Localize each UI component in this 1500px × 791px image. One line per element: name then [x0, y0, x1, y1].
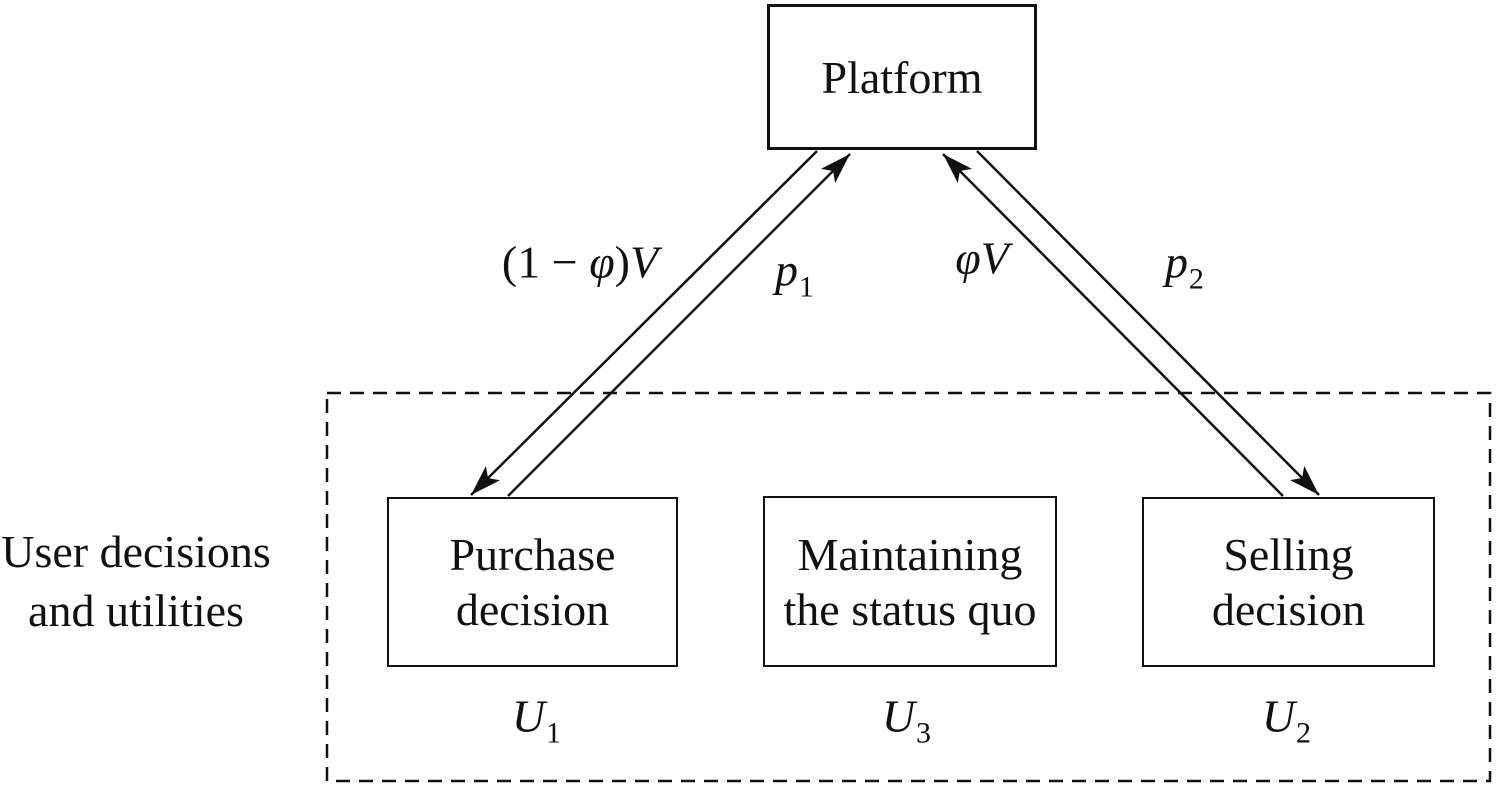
p2-subscript: 2: [1188, 262, 1204, 296]
status-quo-label-line1: Maintaining: [797, 528, 1023, 580]
u1-subscript: 1: [546, 716, 562, 750]
group-label-line1: User decisions: [1, 526, 271, 577]
utility-label-u1: U1: [511, 690, 561, 749]
u3-subscript: 3: [916, 716, 932, 750]
group-label: User decisions and utilities: [1, 522, 271, 640]
one-minus-phi-v-close: ): [614, 236, 630, 288]
platform-label: Platform: [821, 51, 983, 103]
one-minus-phi-v-phi: φ: [589, 236, 615, 288]
p2-base: p: [1165, 236, 1188, 288]
phi-v-phi: φ: [955, 232, 981, 284]
u2-base: U: [1261, 690, 1296, 742]
selling-label-line2: decision: [1211, 584, 1366, 635]
phi-v-v: V: [980, 232, 1009, 284]
arrow-phi-v: [942, 153, 1284, 497]
p1-subscript: 1: [798, 270, 814, 304]
purchase-label-line2: decision: [455, 584, 610, 635]
group-label-line2: and utilities: [28, 585, 244, 636]
one-minus-phi-v-prefix: (1 −: [501, 236, 590, 288]
edge-label-p2: p2: [1165, 236, 1204, 295]
status-quo-label-line2: the status quo: [783, 583, 1037, 635]
purchase-label-line1: Purchase: [449, 529, 616, 580]
arrow-one-minus-phi-v: [470, 150, 818, 496]
one-minus-phi-v-v: V: [629, 236, 659, 288]
u1-base: U: [511, 690, 546, 742]
edge-label-phi-v: φV: [955, 232, 1009, 285]
u3-base: U: [881, 690, 916, 742]
utility-label-u2: U2: [1261, 690, 1311, 749]
selling-label-line1: Selling: [1223, 529, 1354, 580]
platform-node: Platform: [767, 4, 1037, 150]
u2-subscript: 2: [1296, 716, 1312, 750]
edge-label-one-minus-phi-v: (1 − φ)V: [502, 236, 658, 289]
arrow-p2: [976, 150, 1320, 496]
edge-label-p1: p1: [775, 244, 814, 303]
utility-label-u3: U3: [881, 690, 931, 749]
arrow-p1: [507, 153, 851, 497]
p1-base: p: [775, 244, 798, 296]
